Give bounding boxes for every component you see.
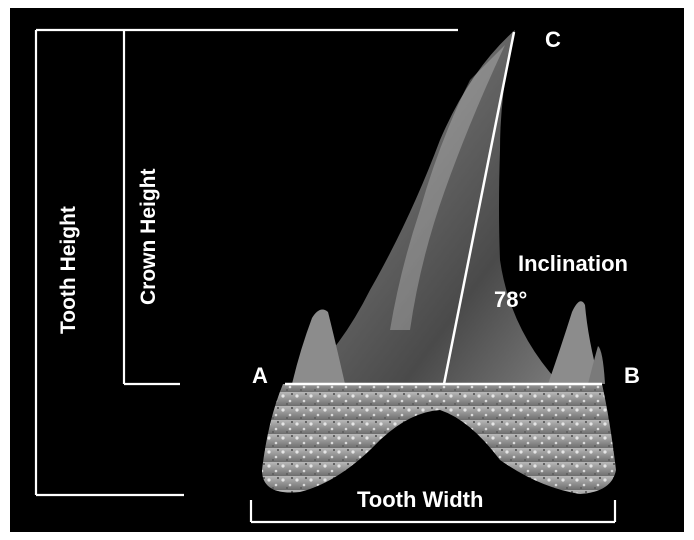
label-tooth-height: Tooth Height — [57, 206, 80, 334]
label-inclination: Inclination — [518, 251, 628, 276]
label-point-b: B — [624, 363, 640, 388]
label-angle: 78° — [494, 287, 527, 312]
label-point-c: C — [545, 27, 561, 52]
label-point-a: A — [252, 363, 268, 388]
label-crown-height: Crown Height — [137, 169, 160, 306]
label-tooth-width: Tooth Width — [357, 487, 483, 512]
